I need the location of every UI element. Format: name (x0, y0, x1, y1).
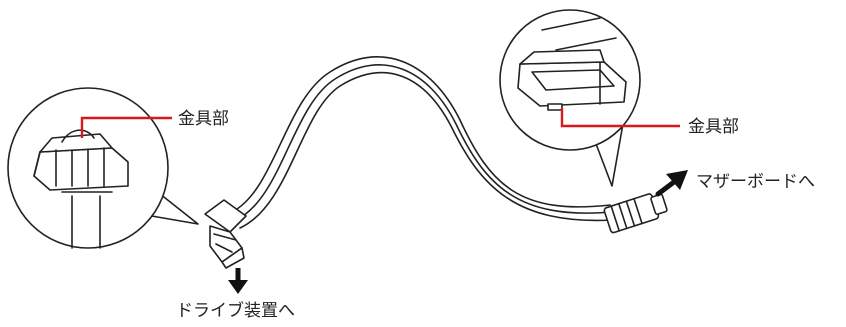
right-bracket-leader (560, 108, 680, 128)
sata-cable (231, 56, 613, 229)
left-callout (7, 87, 199, 249)
right-connector-detail (517, 17, 627, 111)
motherboard-side-connector (603, 193, 668, 234)
right-callout (499, 9, 680, 187)
drive-destination-label: ドライブ装置へ (176, 300, 295, 321)
left-connector-detail (33, 129, 129, 249)
left-bracket-label: 金具部 (178, 109, 229, 129)
right-bracket-label: 金具部 (688, 117, 739, 137)
drive-side-connector (204, 199, 247, 269)
motherboard-destination-label: マザーボードへ (696, 172, 815, 192)
arrow-up-right-icon (655, 170, 688, 197)
left-bracket-leader (80, 116, 172, 138)
arrow-down-icon (228, 268, 248, 294)
